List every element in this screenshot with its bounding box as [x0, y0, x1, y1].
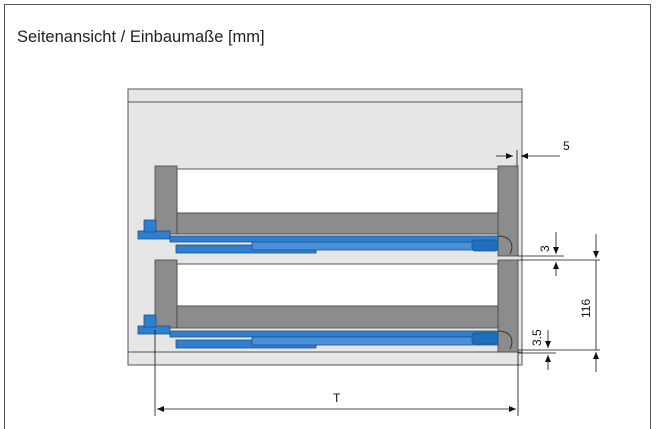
figure-title: Seitenansicht / Einbaumaße [mm] [17, 28, 265, 46]
lower-rail-roller [471, 332, 499, 345]
upper-rail-bracket [143, 219, 157, 233]
upper-drawer-bottom [176, 212, 499, 235]
lower-rail-runner-long [251, 336, 499, 346]
dimension-label-top-gap: 5 [563, 139, 570, 153]
lower-drawer-interior [176, 263, 499, 307]
lower-drawer [137, 259, 519, 353]
upper-rail-roller [471, 239, 499, 252]
lower-rail-bracket [143, 314, 157, 328]
lower-drawer-bottom [176, 305, 499, 329]
upper-drawer-front-panel [497, 165, 519, 257]
upper-drawer-interior [176, 168, 499, 214]
upper-rail-runner-long [251, 241, 499, 251]
dimension-lower-gap: 3.5 [518, 329, 600, 370]
dimension-upper-gap: 3 [518, 232, 600, 276]
lower-rail-main [169, 330, 499, 338]
lower-drawer-back-panel [154, 259, 178, 329]
figure-frame [4, 4, 651, 429]
dimension-label-height: 116 [579, 299, 593, 318]
dimension-label-depth: T [333, 391, 341, 405]
dimension-label-upper-gap: 3 [538, 245, 552, 252]
dimension-height: 116 [579, 234, 599, 372]
upper-drawer [137, 165, 519, 257]
dimension-top-gap: 5 [496, 139, 570, 166]
upper-drawer-back-panel [154, 165, 178, 235]
lower-rail-front-hook [497, 330, 513, 350]
dimension-depth: T [154, 330, 519, 416]
upper-rail-main [169, 235, 499, 243]
lower-drawer-front-panel [497, 259, 519, 353]
upper-rail-front-hook [497, 235, 513, 255]
dimension-label-lower-gap: 3.5 [530, 329, 544, 346]
